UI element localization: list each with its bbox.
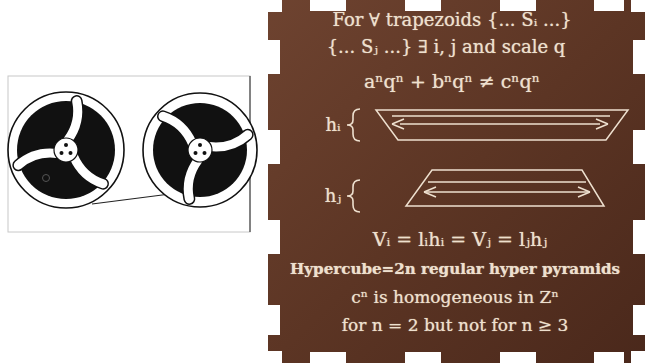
engraved-text: cⁿ is homogeneous in Zⁿ bbox=[351, 288, 559, 308]
engraved-text: hⱼ bbox=[325, 186, 341, 207]
brace bbox=[347, 180, 360, 212]
brace bbox=[347, 109, 360, 141]
engraved-text: aⁿqⁿ + bⁿqⁿ ≠ cⁿqⁿ bbox=[364, 71, 540, 93]
trapezoid bbox=[376, 110, 628, 140]
engraved-text: hᵢ bbox=[325, 115, 340, 136]
belt-line bbox=[92, 194, 170, 204]
engraved-text: Hypercube=2n regular hyper pyramids bbox=[290, 261, 620, 278]
wood-plaque bbox=[268, 0, 645, 363]
engraved-text: For ∀ trapezoids {... Sᵢ ...} bbox=[332, 10, 571, 31]
engraved-text: {... Sⱼ ...} ∃ i, j and scale q bbox=[327, 37, 566, 58]
reel bbox=[143, 93, 257, 207]
engraved-text: Vᵢ = lᵢhᵢ = Vⱼ = lⱼhⱼ bbox=[373, 229, 548, 251]
trapezoid bbox=[406, 170, 604, 206]
reel bbox=[8, 92, 124, 208]
engraved-text: for n = 2 but not for n ≥ 3 bbox=[342, 316, 569, 336]
